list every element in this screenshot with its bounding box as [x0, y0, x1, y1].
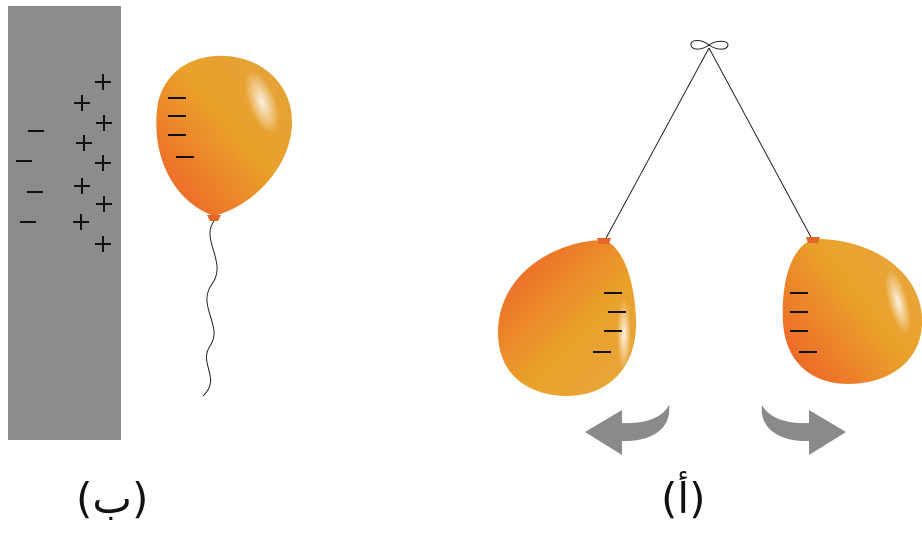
wall-positive-charge	[76, 135, 92, 151]
balloon-b-shine	[244, 69, 280, 135]
balloon-a-left-body	[497, 240, 637, 396]
balloon-a-right-negative-charges	[790, 292, 817, 353]
balloon-a-left-shine	[617, 298, 631, 370]
panel-a	[497, 40, 922, 455]
hanging-strings	[604, 40, 813, 241]
balloon-b-negative-charges	[168, 97, 194, 158]
panel-b-label: (ب)	[76, 474, 149, 523]
balloon-a-left-knot	[597, 238, 611, 244]
balloon-b	[156, 55, 292, 397]
left-string	[604, 47, 710, 241]
wall-positive-charge	[95, 236, 111, 252]
bow-knot	[690, 40, 729, 50]
balloon-a-right-shine	[884, 269, 912, 335]
wall-positive-charge	[74, 95, 90, 111]
wall-positive-charge	[73, 214, 89, 230]
balloon-b-knot	[207, 215, 221, 221]
balloon-a-left	[497, 238, 637, 396]
wall-positive-charge	[95, 74, 111, 90]
right-curved-arrow	[761, 405, 846, 455]
repulsion-arrows	[585, 405, 846, 455]
balloon-a-right	[782, 237, 922, 384]
balloon-a-right-knot	[806, 237, 820, 243]
panel-a-label: (أ)	[661, 474, 706, 523]
wall-positive-charges	[73, 74, 112, 252]
balloon-a-left-negative-charges	[593, 292, 626, 353]
balloon-b-string	[202, 220, 218, 397]
wall-positive-charge	[96, 115, 112, 131]
wall-positive-charge	[95, 155, 111, 171]
panel-b	[8, 6, 292, 440]
left-curved-arrow	[585, 405, 670, 455]
wall-positive-charge	[96, 196, 112, 212]
wall-negative-charges	[16, 130, 44, 223]
wall-positive-charge	[74, 178, 90, 194]
right-string	[708, 47, 813, 240]
